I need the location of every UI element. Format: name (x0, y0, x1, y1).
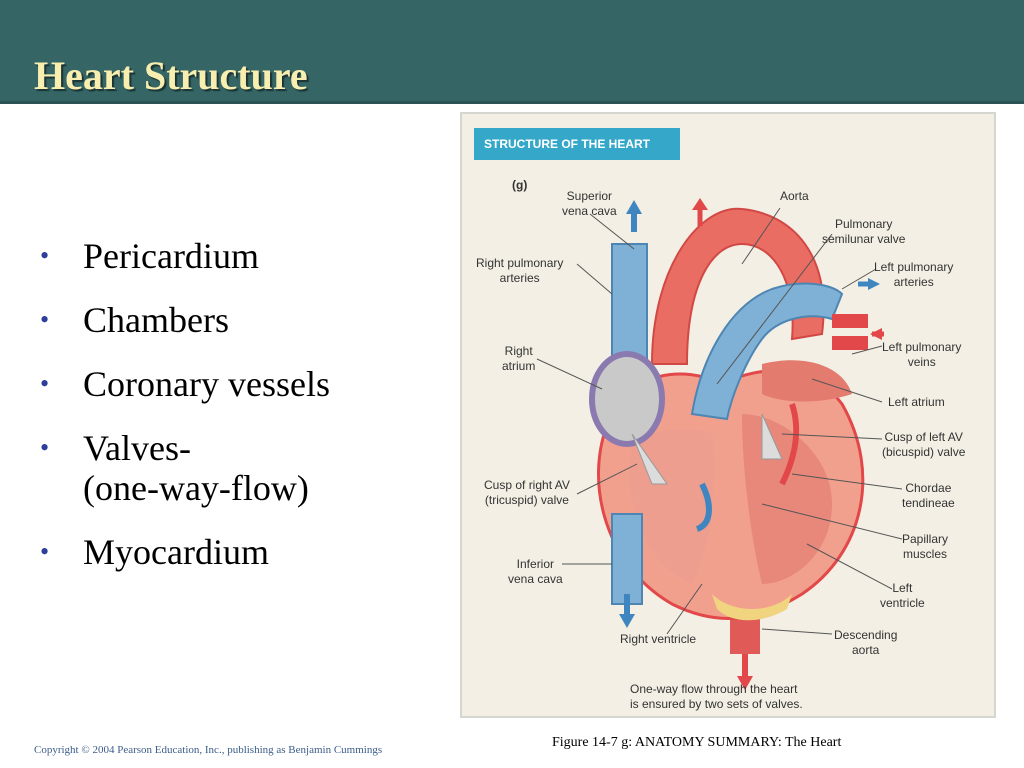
leader-line (806, 543, 893, 590)
leader-line (741, 207, 781, 265)
bullet-dot-icon: • (40, 369, 50, 398)
right-atrium-shape (589, 351, 665, 447)
bullet-item: • Myocardium (40, 532, 440, 572)
bullet-item: • Valves- (one-way-flow) (40, 428, 440, 508)
leader-line (811, 378, 883, 403)
leader-line (576, 263, 613, 295)
arrow-shape (779, 403, 800, 486)
bullet-list: • Pericardium • Chambers • Coronary vessels… (40, 236, 440, 596)
arrow-shape (870, 328, 882, 340)
leader-line (761, 503, 903, 540)
leader-line (589, 213, 635, 250)
bullet-text: Chambers (83, 300, 229, 340)
inferior-vena-cava-shape (611, 513, 643, 605)
label-right-atrium: Right atrium (502, 344, 536, 373)
label-left-pulmonary-veins: Left pulmonary veins (882, 340, 962, 369)
label-left-ventricle: Left ventricle (880, 581, 925, 610)
arrow-shape (619, 614, 635, 628)
heart-figure: STRUCTURE OF THE HEART (g) Superior vena… (460, 112, 996, 718)
label-left-atrium: Left atrium (888, 395, 945, 409)
bicuspid-valve-shape (761, 413, 783, 460)
left-pulmonary-vein-shape (832, 314, 868, 328)
left-pulmonary-vein-shape (832, 336, 868, 350)
label-aorta: Aorta (780, 189, 809, 203)
header-divider (0, 101, 1024, 104)
pulmonary-trunk-shape (690, 282, 844, 421)
bullet-text: Myocardium (83, 532, 269, 572)
arrow-shape (692, 198, 708, 210)
arrow-shape (626, 200, 642, 214)
label-pulmonary-semilunar-valve: Pulmonary semilunar valve (822, 217, 906, 246)
slide-header: Heart Structure (0, 0, 1024, 104)
bullet-dot-icon: • (40, 537, 50, 566)
figure-banner: STRUCTURE OF THE HEART (474, 128, 680, 160)
leader-line (841, 268, 877, 290)
leader-line (761, 628, 833, 635)
panel-tag: (g) (512, 178, 528, 192)
apex-fat-shape (712, 594, 792, 621)
arrow-shape (695, 482, 712, 532)
aorta-shape (650, 207, 825, 365)
label-inferior-vena-cava: Inferior vena cava (508, 557, 563, 586)
bullet-text: Pericardium (83, 236, 259, 276)
label-left-pulmonary-arteries: Left pulmonary arteries (874, 260, 954, 289)
label-right-ventricle: Right ventricle (620, 632, 697, 646)
bullet-text: Valves- (one-way-flow) (83, 428, 309, 508)
bullet-item: • Pericardium (40, 236, 440, 276)
leader-line (536, 358, 603, 390)
label-cusp-left-av: Cusp of left AV (bicuspid) valve (882, 430, 966, 459)
heart-illustration (536, 198, 903, 690)
label-chordae-tendineae: Chordae tendineae (902, 481, 955, 510)
leader-line (791, 473, 903, 490)
label-papillary-muscles: Papillary muscles (902, 532, 949, 561)
leader-line (716, 233, 833, 385)
leader-line (851, 345, 883, 355)
bullet-item: • Coronary vessels (40, 364, 440, 404)
bullet-item: • Chambers (40, 300, 440, 340)
label-superior-vena-cava: Superior vena cava (562, 189, 617, 218)
leader-line (666, 583, 703, 635)
arrow-shape (737, 676, 753, 690)
label-right-pulmonary-arteries: Right pulmonary arteries (476, 256, 564, 285)
label-descending-aorta: Descending aorta (834, 628, 898, 657)
left-atrium-shape (762, 360, 852, 402)
bullet-text: Coronary vessels (83, 364, 330, 404)
leader-lines (536, 207, 903, 635)
copyright-notice: Copyright © 2004 Pearson Education, Inc.… (34, 744, 383, 756)
leader-line (576, 463, 638, 495)
arrow-shape (868, 278, 880, 290)
figure-caption: Figure 14-7 g: ANATOMY SUMMARY: The Hear… (552, 735, 842, 750)
bullet-dot-icon: • (40, 241, 50, 270)
tricuspid-valve-shape (631, 433, 668, 485)
bullet-dot-icon: • (40, 305, 50, 334)
leader-line (781, 433, 883, 440)
slide-title: Heart Structure (34, 53, 308, 98)
figure-note: One-way flow through the heart is ensure… (630, 682, 803, 711)
label-cusp-right-av: Cusp of right AV (tricuspid) valve (484, 478, 570, 507)
bullet-dot-icon: • (40, 433, 50, 462)
